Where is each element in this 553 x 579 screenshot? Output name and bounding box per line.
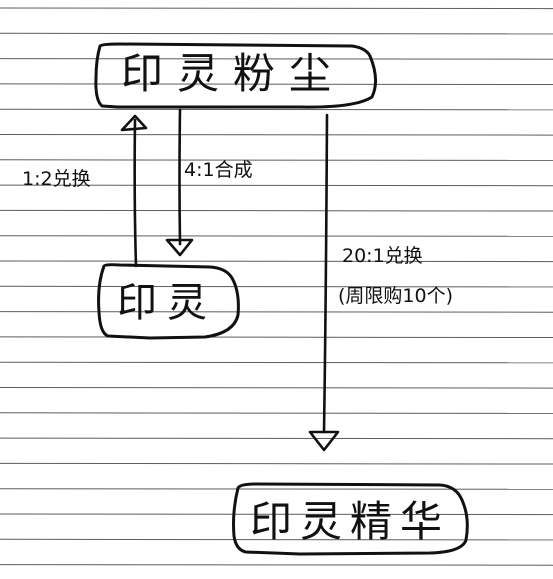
edge-label-exchange-1-2: 1:2兑换 <box>22 168 91 190</box>
ruled-line <box>0 538 553 541</box>
ruled-line <box>0 412 553 414</box>
node-powder-label: 印灵粉尘 <box>121 49 345 98</box>
edge-powder-to-essence-line <box>322 113 329 434</box>
edge-powder-to-seal-line <box>178 108 182 246</box>
ruled-line <box>0 336 553 338</box>
edge-seal-to-powder-line <box>133 118 138 268</box>
ruled-line <box>0 488 553 490</box>
node-powder-box <box>94 42 377 109</box>
ruled-line <box>0 361 553 364</box>
edge-powder-to-essence: 20:1兑换 (周限购10个) <box>308 113 453 452</box>
ruled-line <box>0 437 553 440</box>
node-essence-box <box>232 482 469 556</box>
ruled-line <box>0 209 553 212</box>
edge-powder-to-seal: 4:1合成 <box>165 108 253 257</box>
ruled-line <box>0 184 553 187</box>
edge-label-exchange-20-1: 20:1兑换 <box>342 245 423 267</box>
ruled-line <box>0 311 553 313</box>
ruled-line <box>0 462 553 465</box>
node-essence-label: 印灵精华 <box>250 497 450 546</box>
node-seal-label: 印灵 <box>117 280 217 326</box>
ruled-line <box>0 260 553 263</box>
ruled-line <box>0 159 553 161</box>
ruled-line <box>0 387 553 389</box>
ruled-line <box>0 285 553 288</box>
ruled-line <box>0 108 553 111</box>
ruled-lines <box>0 7 553 566</box>
node-seal: 印灵 <box>97 263 240 340</box>
edge-seal-to-powder: 1:2兑换 <box>22 114 148 268</box>
node-powder: 印灵粉尘 <box>94 42 377 109</box>
ruled-line <box>0 134 553 136</box>
edge-powder-to-essence-arrowhead <box>308 430 340 452</box>
ruled-line <box>0 7 553 10</box>
ruled-line <box>0 58 553 60</box>
edge-seal-to-powder-arrowhead <box>120 114 148 132</box>
ruled-line <box>0 32 553 35</box>
edge-label-synth-4-1: 4:1合成 <box>184 159 253 181</box>
ruled-line <box>0 564 553 566</box>
edge-powder-to-seal-arrowhead <box>165 238 194 257</box>
ruled-line <box>0 235 553 237</box>
ruled-line <box>0 513 553 516</box>
node-essence: 印灵精华 <box>232 482 469 556</box>
node-seal-box <box>97 263 240 340</box>
ruled-line <box>0 83 553 85</box>
edge-label-weekly-limit: (周限购10个) <box>338 285 453 307</box>
